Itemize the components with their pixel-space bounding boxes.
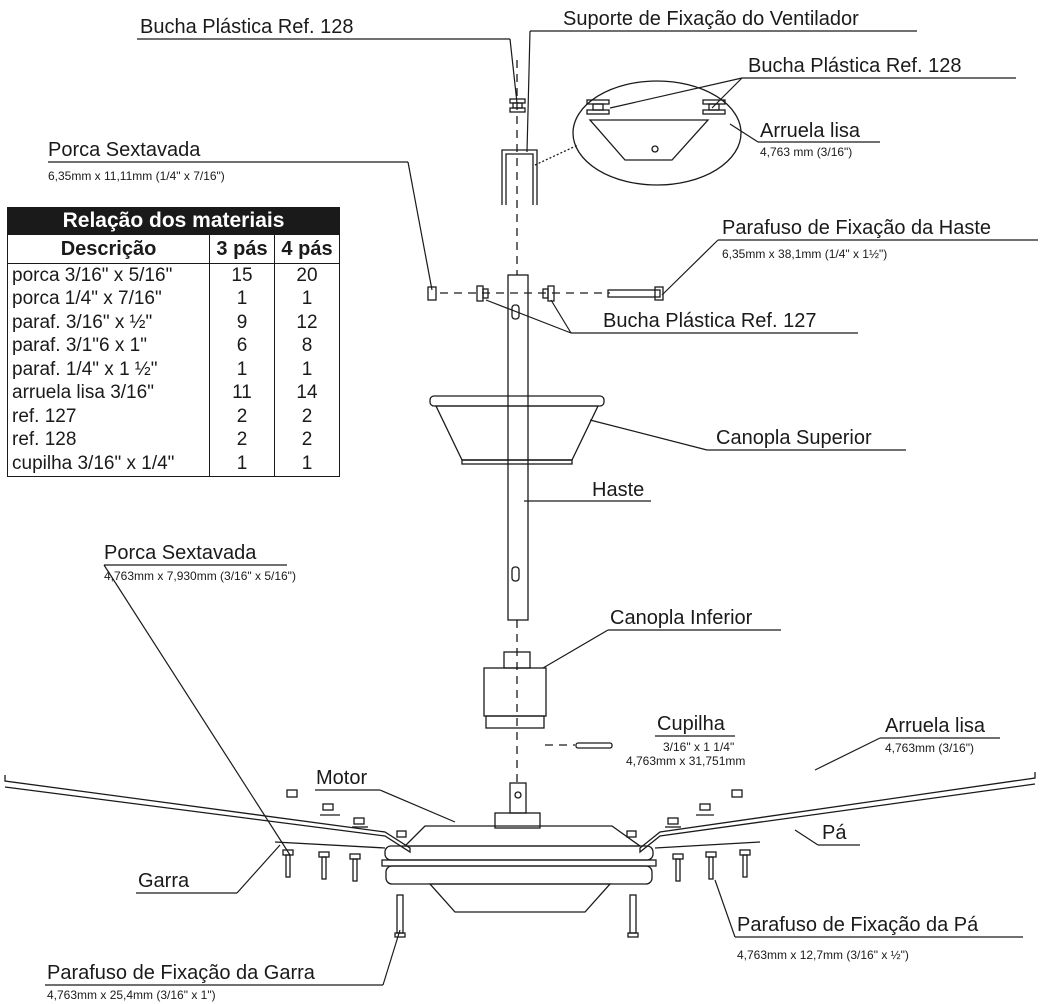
cell-3-pas: 1 xyxy=(209,452,275,477)
table-row: porca 1/4" x 7/16" 1 1 xyxy=(7,287,340,311)
cell-3-pas: 15 xyxy=(209,263,275,288)
cell-desc: porca 3/16" x 5/16" xyxy=(7,263,210,288)
blades xyxy=(4,772,1036,854)
cell-desc: ref. 128 xyxy=(7,428,210,452)
table-row: paraf. 3/1"6 x 1" 6 8 xyxy=(7,334,340,358)
label-porca-mid: Porca Sextavada xyxy=(104,542,257,564)
cell-desc: paraf. 3/16" x ½" xyxy=(7,311,210,335)
label-parafuso-haste: Parafuso de Fixação da Haste xyxy=(722,217,992,239)
header-descricao: Descrição xyxy=(7,234,210,264)
label-porca-top: Porca Sextavada xyxy=(48,139,201,161)
table-row: paraf. 1/4" x 1 ½" 1 1 xyxy=(7,358,340,382)
cell-4-pas: 1 xyxy=(274,287,340,311)
cell-desc: porca 1/4" x 7/16" xyxy=(7,287,210,311)
table-row: porca 3/16" x 5/16" 15 20 xyxy=(7,263,340,288)
label-cupilha-dim1: 3/16" x 1 1/4" xyxy=(663,740,735,754)
label-bucha-128-top: Bucha Plástica Ref. 128 xyxy=(140,16,354,38)
downrod xyxy=(507,274,529,621)
label-arruela-lisa-top: Arruela lisa xyxy=(760,120,861,142)
motor xyxy=(381,782,657,913)
label-canopla-inferior: Canopla Inferior xyxy=(610,607,753,629)
label-arruela-lisa-right-dim: 4,763mm (3/16") xyxy=(885,741,974,755)
label-arruela-lisa-right: Arruela lisa xyxy=(885,715,986,737)
label-parafuso-garra: Parafuso de Fixação da Garra xyxy=(47,962,315,984)
lower-canopy xyxy=(483,651,547,729)
label-suporte: Suporte de Fixação do Ventilador xyxy=(563,8,859,30)
cell-4-pas: 1 xyxy=(274,452,340,477)
label-garra: Garra xyxy=(138,870,190,892)
cell-4-pas: 8 xyxy=(274,334,340,358)
header-4-pas: 4 pás xyxy=(274,234,340,264)
materials-table: Relação dos materiais Descrição 3 pás 4 … xyxy=(7,207,340,477)
label-pa: Pá xyxy=(822,822,847,844)
cell-4-pas: 2 xyxy=(274,405,340,429)
label-cupilha: Cupilha xyxy=(657,713,725,735)
table-row: arruela lisa 3/16" 11 14 xyxy=(7,381,340,405)
label-cupilha-dim2: 4,763mm x 31,751mm xyxy=(626,754,746,768)
label-porca-top-dim: 6,35mm x 11,11mm (1/4" x 7/16") xyxy=(48,169,225,183)
cell-3-pas: 11 xyxy=(209,381,275,405)
cell-4-pas: 1 xyxy=(274,358,340,382)
cell-3-pas: 2 xyxy=(209,405,275,429)
cell-4-pas: 2 xyxy=(274,428,340,452)
cell-3-pas: 6 xyxy=(209,334,275,358)
header-3-pas: 3 pás xyxy=(209,234,275,264)
table-row: ref. 127 2 2 xyxy=(7,405,340,429)
cell-4-pas: 12 xyxy=(274,311,340,335)
label-parafuso-pa: Parafuso de Fixação da Pá xyxy=(737,914,979,936)
cell-desc: ref. 127 xyxy=(7,405,210,429)
cell-desc: paraf. 1/4" x 1 ½" xyxy=(7,358,210,382)
table-row: paraf. 3/16" x ½" 9 12 xyxy=(7,311,340,335)
cell-desc: arruela lisa 3/16" xyxy=(7,381,210,405)
label-haste: Haste xyxy=(592,479,645,501)
rod-bolt-assembly xyxy=(427,285,664,302)
upper-canopy xyxy=(429,395,605,465)
label-parafuso-haste-dim: 6,35mm x 38,1mm (1/4" x 1½") xyxy=(722,247,888,261)
label-canopla-superior: Canopla Superior xyxy=(716,427,872,449)
cell-3-pas: 1 xyxy=(209,287,275,311)
label-arruela-lisa-top-dim: 4,763 mm (3/16") xyxy=(760,145,853,159)
cell-3-pas: 9 xyxy=(209,311,275,335)
suspension-bracket xyxy=(501,149,538,205)
label-bucha-127: Bucha Plástica Ref. 127 xyxy=(603,310,817,332)
center-axis xyxy=(440,60,610,785)
label-porca-mid-dim: 4,763mm x 7,930mm (3/16" x 5/16") xyxy=(104,569,296,583)
cell-4-pas: 20 xyxy=(274,263,340,288)
cell-3-pas: 2 xyxy=(209,428,275,452)
label-motor: Motor xyxy=(316,767,368,789)
detail-bubble xyxy=(534,80,742,186)
label-parafuso-pa-dim: 4,763mm x 12,7mm (3/16" x ½") xyxy=(737,948,909,962)
materials-table-title: Relação dos materiais xyxy=(7,207,340,235)
cotter-pin xyxy=(575,742,613,749)
cell-3-pas: 1 xyxy=(209,358,275,382)
label-parafuso-garra-dim: 4,763mm x 25,4mm (3/16" x 1") xyxy=(47,988,216,1002)
label-bucha-128-detail: Bucha Plástica Ref. 128 xyxy=(748,55,962,77)
nuts-washers xyxy=(286,789,743,838)
cell-desc: paraf. 3/1"6 x 1" xyxy=(7,334,210,358)
leader-lines xyxy=(45,30,1038,986)
blade-screws xyxy=(282,849,751,938)
cell-4-pas: 14 xyxy=(274,381,340,405)
top-bushing xyxy=(509,98,526,113)
table-row: cupilha 3/16" x 1/4" 1 1 xyxy=(7,452,340,477)
table-row: ref. 128 2 2 xyxy=(7,428,340,452)
cell-desc: cupilha 3/16" x 1/4" xyxy=(7,452,210,477)
